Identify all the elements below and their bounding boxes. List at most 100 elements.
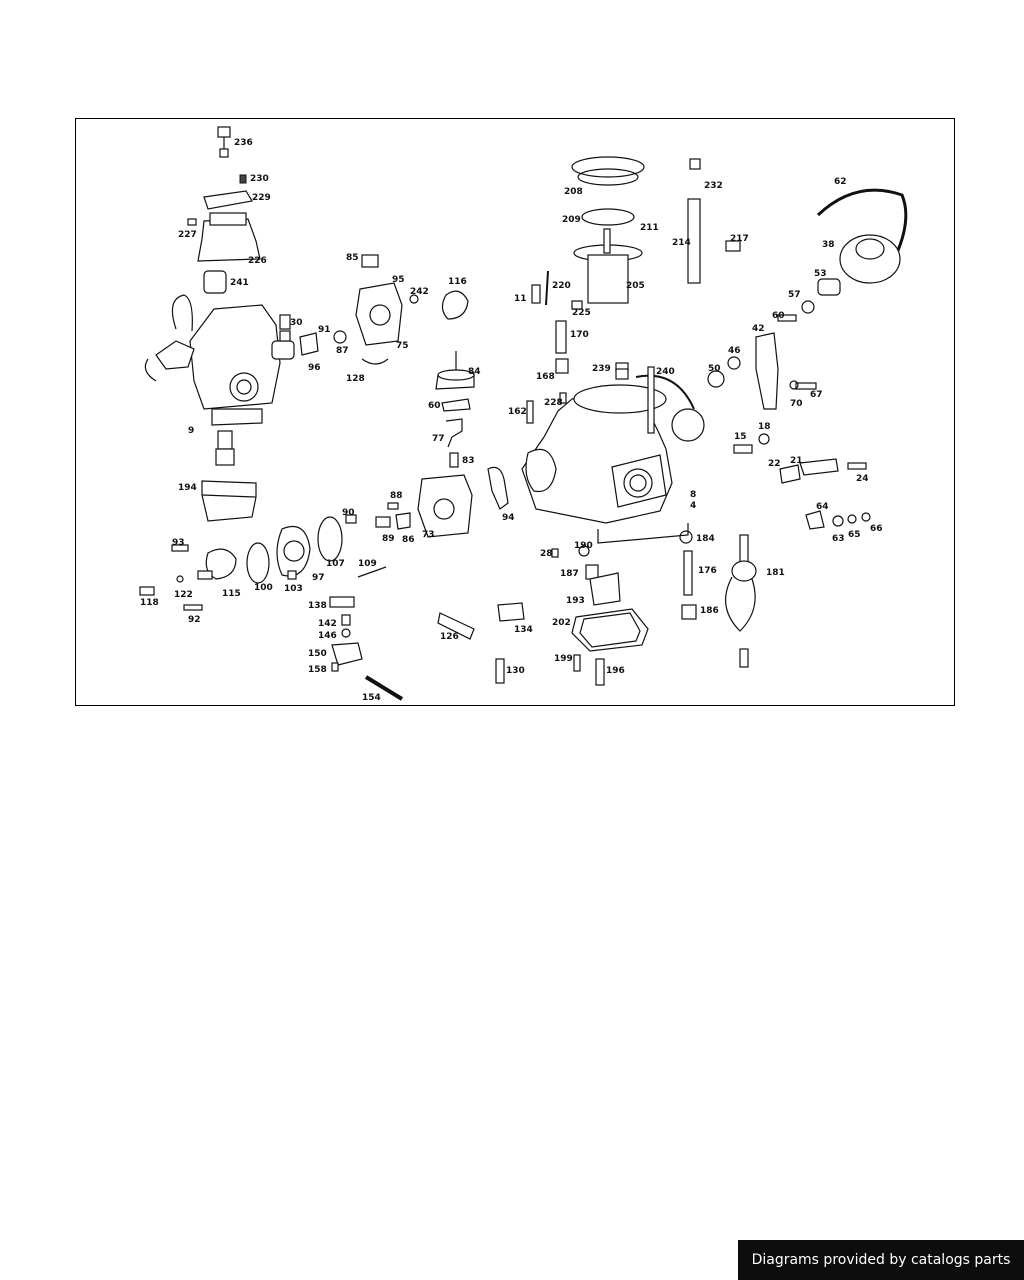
part-label: 170 <box>570 330 589 340</box>
part-label: 138 <box>308 601 327 611</box>
part-label: 196 <box>606 666 625 676</box>
part-label: 211 <box>640 223 659 233</box>
part-label: 83 <box>462 456 475 466</box>
part-label: 96 <box>308 363 321 373</box>
part-label: 190 <box>574 541 593 551</box>
part-label: 242 <box>410 287 429 297</box>
part-label: 146 <box>318 631 337 641</box>
carburetor-assembly-illustration <box>437 156 908 686</box>
part-label: 236 <box>234 138 253 148</box>
part-label: 77 <box>432 434 445 444</box>
part-label: 232 <box>704 181 723 191</box>
part-label: 60 <box>772 311 785 321</box>
part-label: 186 <box>700 606 719 616</box>
part-label: 92 <box>188 615 201 625</box>
exploded-parts-diagram: 236 230 229 227 226 241 30 91 87 96 9 85… <box>75 118 955 706</box>
part-label: 168 <box>536 372 555 382</box>
part-label: 93 <box>172 538 185 548</box>
part-label: 126 <box>440 632 459 642</box>
part-label: 38 <box>822 240 835 250</box>
part-label: 11 <box>514 294 527 304</box>
part-label: 97 <box>312 573 325 583</box>
part-label: 42 <box>752 324 765 334</box>
part-label: 95 <box>392 275 405 285</box>
part-label: 154 <box>362 693 381 703</box>
part-label: 94 <box>502 513 515 523</box>
part-label: 230 <box>250 174 269 184</box>
part-label: 53 <box>814 269 827 279</box>
part-label: 64 <box>816 502 829 512</box>
part-label: 85 <box>346 253 359 263</box>
part-label: 227 <box>178 230 197 240</box>
part-label: 103 <box>284 584 303 594</box>
part-label: 241 <box>230 278 249 288</box>
credit-text: Diagrams provided by catalogs parts <box>751 1252 1011 1268</box>
part-label: 130 <box>506 666 525 676</box>
part-label: 142 <box>318 619 337 629</box>
part-label: 30 <box>290 318 303 328</box>
small-parts-left <box>139 254 475 701</box>
part-label: 22 <box>768 459 781 469</box>
part-label: 187 <box>560 569 579 579</box>
part-label: 184 <box>696 534 715 544</box>
part-label: 21 <box>790 456 803 466</box>
part-number-labels: 236 230 229 227 226 241 30 91 87 96 9 85… <box>140 138 883 703</box>
part-label: 24 <box>856 474 869 484</box>
part-label: 4 <box>690 501 696 511</box>
part-label: 91 <box>318 325 331 335</box>
part-label: 18 <box>758 422 771 432</box>
part-label: 122 <box>174 590 193 600</box>
part-label: 181 <box>766 568 785 578</box>
part-label: 87 <box>336 346 349 356</box>
part-label: 8 <box>690 490 696 500</box>
part-label: 50 <box>708 364 721 374</box>
part-label: 67 <box>810 390 823 400</box>
part-label: 225 <box>572 308 591 318</box>
part-label: 205 <box>626 281 645 291</box>
part-label: 202 <box>552 618 571 628</box>
part-label: 57 <box>788 290 801 300</box>
part-label: 46 <box>728 346 741 356</box>
part-label: 158 <box>308 665 327 675</box>
part-label: 88 <box>390 491 403 501</box>
part-label: 228 <box>544 398 563 408</box>
part-label: 100 <box>254 583 273 593</box>
part-label: 220 <box>552 281 571 291</box>
part-label: 116 <box>448 277 467 287</box>
part-label: 115 <box>222 589 241 599</box>
part-label: 118 <box>140 598 159 608</box>
diagram-drawing: 236 230 229 227 226 241 30 91 87 96 9 85… <box>139 126 908 703</box>
part-label: 199 <box>554 654 573 664</box>
part-label: 109 <box>358 559 377 569</box>
part-label: 65 <box>848 530 861 540</box>
part-label: 226 <box>248 256 267 266</box>
part-label: 90 <box>342 508 355 518</box>
part-label: 73 <box>422 530 435 540</box>
part-label: 89 <box>382 534 395 544</box>
part-label: 9 <box>188 426 194 436</box>
part-label: 240 <box>656 367 675 377</box>
part-label: 208 <box>564 187 583 197</box>
part-label: 214 <box>672 238 691 248</box>
pump-body-illustration <box>144 126 295 522</box>
part-label: 128 <box>346 374 365 384</box>
part-label: 15 <box>734 432 747 442</box>
part-label: 229 <box>252 193 271 203</box>
part-label: 66 <box>870 524 883 534</box>
part-label: 176 <box>698 566 717 576</box>
part-label: 209 <box>562 215 581 225</box>
part-label: 217 <box>730 234 749 244</box>
part-label: 63 <box>832 534 845 544</box>
part-label: 193 <box>566 596 585 606</box>
part-label: 75 <box>396 341 409 351</box>
part-label: 60 <box>428 401 441 411</box>
part-label: 239 <box>592 364 611 374</box>
credit-badge: Diagrams provided by catalogs parts <box>738 1240 1024 1280</box>
part-label: 107 <box>326 559 345 569</box>
part-label: 62 <box>834 177 847 187</box>
part-label: 84 <box>468 367 481 377</box>
part-label: 134 <box>514 625 533 635</box>
part-label: 28 <box>540 549 553 559</box>
part-label: 70 <box>790 399 803 409</box>
part-label: 194 <box>178 483 197 493</box>
